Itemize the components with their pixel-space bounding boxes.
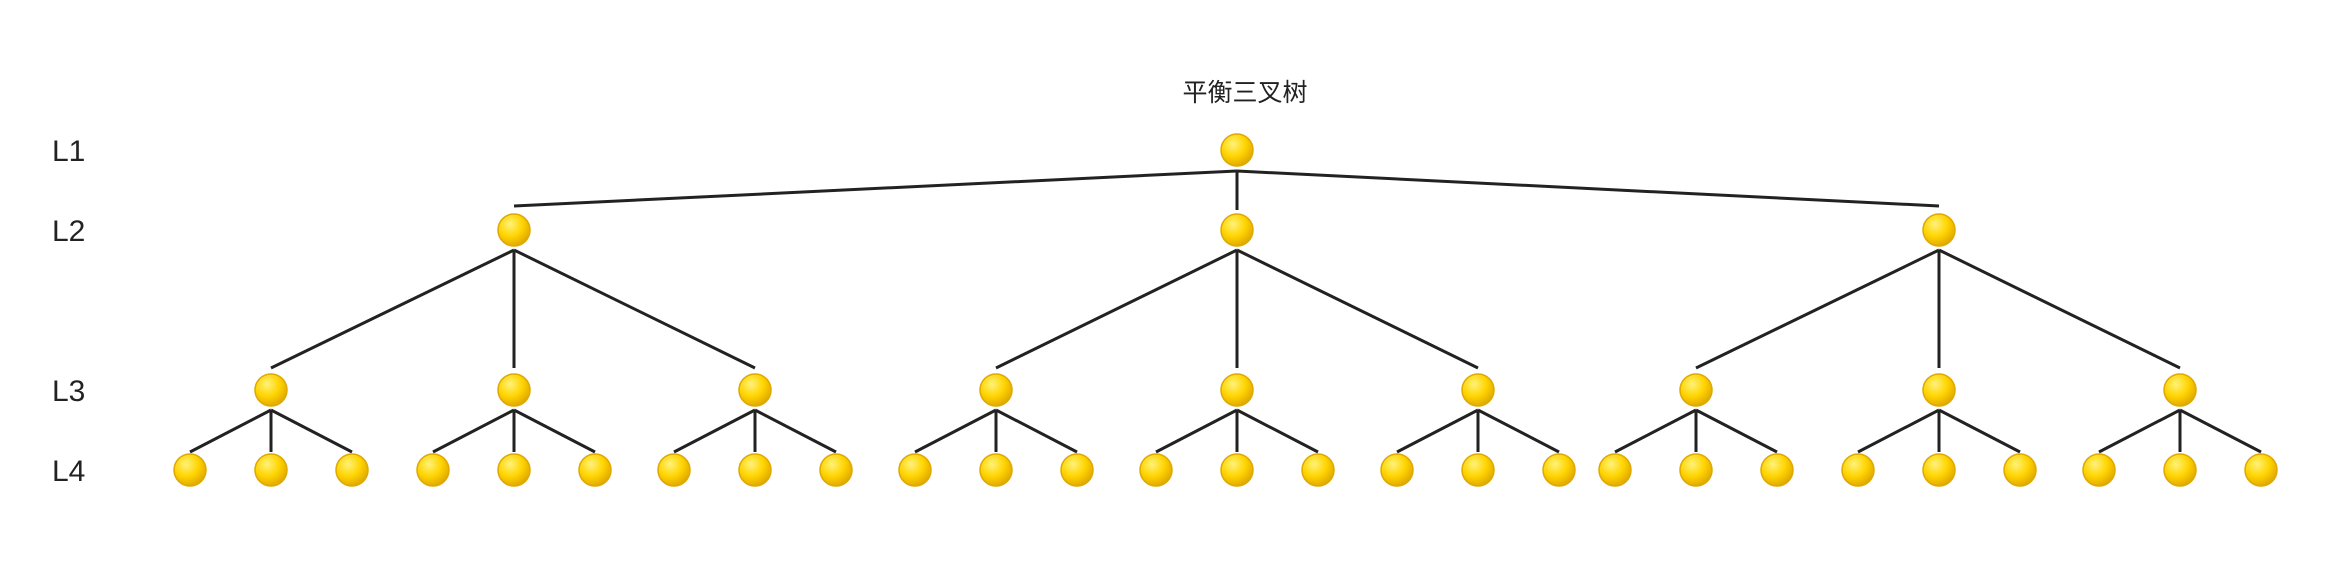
tree-edge: [995, 408, 1078, 454]
tree-node-l4: [1301, 453, 1335, 487]
tree-node-l4: [1220, 453, 1254, 487]
tree-edge: [2179, 408, 2262, 454]
tree-edge: [270, 248, 515, 370]
tree-edges: [189, 169, 2262, 454]
tree-node-l3: [979, 373, 1013, 407]
tree-node-l4: [2244, 453, 2278, 487]
tree-node-l4: [819, 453, 853, 487]
tree-node-l4: [2082, 453, 2116, 487]
tree-node-l4: [1542, 453, 1576, 487]
tree-node-l3: [738, 373, 772, 407]
tree-node-l2: [497, 213, 531, 247]
tree-node-l3: [1461, 373, 1495, 407]
tree-edge: [432, 408, 515, 454]
tree-edge: [1938, 408, 2021, 454]
tree-edge: [1155, 408, 1238, 454]
tree-nodes: [173, 133, 2278, 487]
tree-edge: [1695, 408, 1778, 454]
tree-node-l4: [1060, 453, 1094, 487]
tree-node-l4: [1598, 453, 1632, 487]
tree-node-l4: [1679, 453, 1713, 487]
tree-node-l4: [1760, 453, 1794, 487]
tree-edge: [673, 408, 756, 454]
tree-node-l4: [173, 453, 207, 487]
tree-node-l4: [1841, 453, 1875, 487]
tree-node-l4: [497, 453, 531, 487]
tree-node-l2: [1922, 213, 1956, 247]
tree-edge: [1236, 169, 1940, 208]
tree-edge: [1396, 408, 1479, 454]
tree-edge: [1938, 248, 2181, 370]
tree-edge: [513, 408, 596, 454]
tree-node-l4: [254, 453, 288, 487]
tree-node-l3: [1922, 373, 1956, 407]
tree-node-l3: [2163, 373, 2197, 407]
diagram-title: 平衡三叉树: [1182, 78, 1307, 107]
tree-node-l4: [2003, 453, 2037, 487]
tree-node-l1: [1220, 133, 1254, 167]
tree-node-l4: [1922, 453, 1956, 487]
tree-edge: [1236, 408, 1319, 454]
tree-edge: [189, 408, 272, 454]
tree-node-l4: [1139, 453, 1173, 487]
tree-edge: [513, 248, 756, 370]
level-label-l1: L1: [52, 135, 85, 168]
tree-node-l4: [1461, 453, 1495, 487]
level-label-l3: L3: [52, 375, 85, 408]
tree-node-l4: [898, 453, 932, 487]
tree-node-l4: [335, 453, 369, 487]
tree-node-l4: [1380, 453, 1414, 487]
tree-node-l4: [416, 453, 450, 487]
tree-edge: [1236, 248, 1479, 370]
tree-node-l4: [578, 453, 612, 487]
tree-node-l3: [254, 373, 288, 407]
level-label-l2: L2: [52, 215, 85, 248]
tree-edge: [1695, 248, 1940, 370]
tree-node-l4: [657, 453, 691, 487]
tree-edge: [995, 248, 1238, 370]
tree-node-l4: [979, 453, 1013, 487]
tree-node-l3: [1220, 373, 1254, 407]
tree-edge: [513, 169, 1238, 208]
tree-edge: [1477, 408, 1560, 454]
tree-edge: [754, 408, 837, 454]
tree-node-l3: [1679, 373, 1713, 407]
tree-edge: [914, 408, 997, 454]
tree-edge: [270, 408, 353, 454]
tree-edge: [1614, 408, 1697, 454]
level-label-l4: L4: [52, 455, 85, 488]
tree-edge: [2098, 408, 2181, 454]
tree-node-l4: [2163, 453, 2197, 487]
tree-node-l3: [497, 373, 531, 407]
tree-node-l2: [1220, 213, 1254, 247]
tree-node-l4: [738, 453, 772, 487]
tree-edge: [1857, 408, 1940, 454]
